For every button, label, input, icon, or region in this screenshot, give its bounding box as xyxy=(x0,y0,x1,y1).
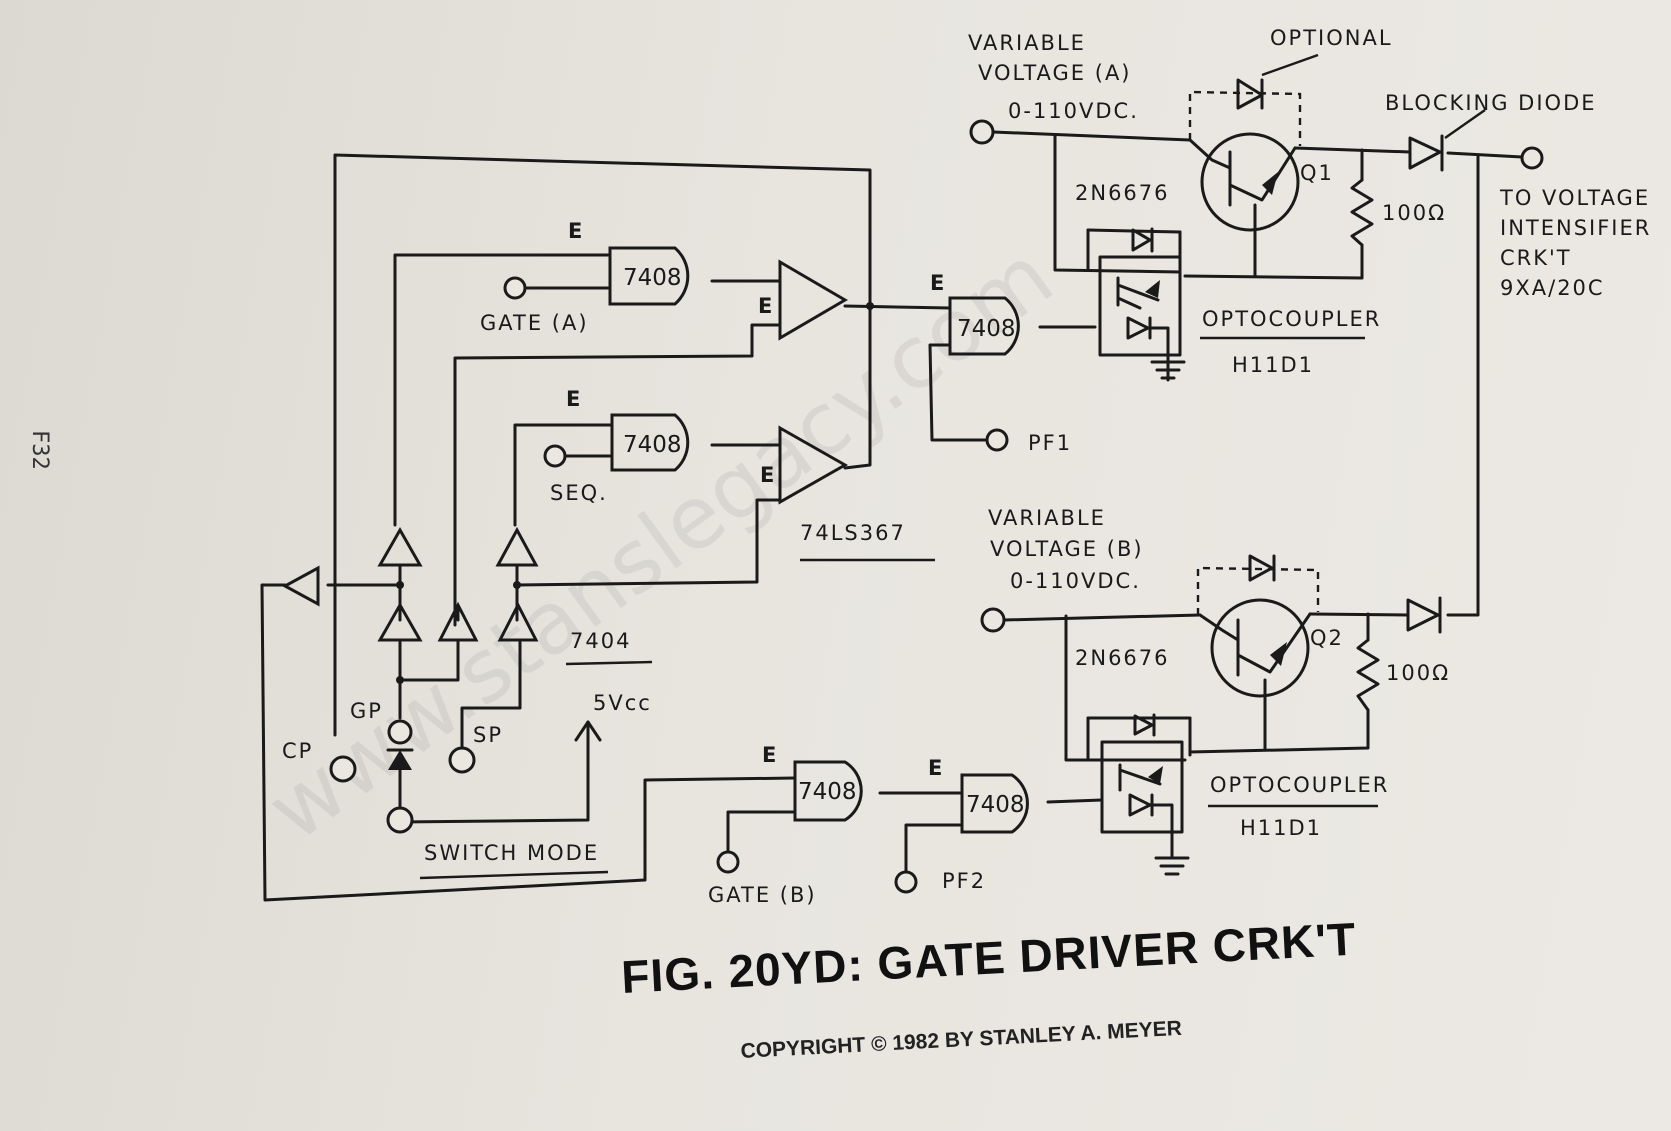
buffer-74ls367-1 xyxy=(778,259,848,341)
svg-text:7408: 7408 xyxy=(623,265,682,291)
to-line2: INTENSIFIER xyxy=(1500,216,1651,240)
optocoupler-a-label: OPTOCOUPLER xyxy=(1202,307,1381,331)
svg-text:E: E xyxy=(928,756,944,780)
junction-dots xyxy=(396,302,874,684)
sp-label: SP xyxy=(473,723,503,747)
var-b-line2: VOLTAGE (B) xyxy=(990,537,1144,561)
svg-text:7408: 7408 xyxy=(957,316,1016,342)
to-line3: CRK'T xyxy=(1500,246,1572,270)
svg-text:E: E xyxy=(566,387,582,411)
seq-label: SEQ. xyxy=(550,481,608,505)
vcc-label: 5Vcc xyxy=(593,691,652,715)
pf1-label: PF1 xyxy=(1028,431,1072,455)
vcc-arrow xyxy=(574,720,602,742)
svg-text:E: E xyxy=(762,743,778,767)
buffer-7404-group xyxy=(281,526,539,642)
svg-text:7408: 7408 xyxy=(966,792,1025,818)
switch-mode-underline xyxy=(419,870,609,880)
and-gate-7408-right: 7408 xyxy=(948,296,1020,356)
optional-diode-b xyxy=(1196,554,1320,615)
svg-text:E: E xyxy=(760,463,776,487)
svg-text:E: E xyxy=(930,271,946,295)
chip-7404-underline xyxy=(565,660,653,666)
to-line4: 9XA/20C xyxy=(1500,276,1605,300)
var-b-line3: 0-110VDC. xyxy=(1010,569,1141,593)
q1-label: Q1 xyxy=(1300,161,1334,185)
opto-a-part: H11D1 xyxy=(1232,353,1314,377)
transistor-b-label: 2N6676 xyxy=(1075,646,1170,670)
and-gate-7408-seq: 7408 xyxy=(610,413,690,472)
var-a-line3: 0-110VDC. xyxy=(1008,99,1139,123)
q2-label: Q2 xyxy=(1310,626,1344,650)
resistor-a xyxy=(1350,178,1374,247)
and-gate-7408-top: 7408 xyxy=(608,246,690,306)
resistor-a-label: 100Ω xyxy=(1382,201,1446,225)
gp-led xyxy=(386,719,414,770)
optocoupler-b xyxy=(1100,713,1190,876)
and-gate-7408-gate-b: 7408 xyxy=(793,760,863,822)
switch-mode-label: SWITCH MODE xyxy=(424,841,599,865)
svg-text:E: E xyxy=(568,219,584,243)
svg-text:E: E xyxy=(758,294,774,318)
gp-label: GP xyxy=(350,699,383,723)
blocking-diode-a xyxy=(1408,109,1486,172)
optional-diode-a xyxy=(1188,53,1319,146)
chip-74ls367-label: 74LS367 xyxy=(800,521,906,545)
var-b-line1: VARIABLE xyxy=(988,506,1106,530)
power-wires-b xyxy=(1002,612,1410,762)
transistor-q1 xyxy=(1188,132,1300,232)
power-wires-a xyxy=(991,130,1524,617)
blocking-diode-label: BLOCKING DIODE xyxy=(1385,91,1597,115)
chip-7404-label: 7404 xyxy=(570,629,631,653)
transistor-q2 xyxy=(1198,598,1312,699)
var-a-line1: VARIABLE xyxy=(968,31,1086,55)
and-gate-7408-pf2: 7408 xyxy=(960,773,1029,834)
pf2-label: PF2 xyxy=(942,869,986,893)
svg-text:7408: 7408 xyxy=(798,779,857,805)
gate-b-label: GATE (B) xyxy=(708,883,817,907)
resistor-b-label: 100Ω xyxy=(1386,661,1450,685)
enable-labels: E E E E E E E xyxy=(566,219,946,780)
var-a-line2: VOLTAGE (A) xyxy=(978,61,1132,85)
optocoupler-b-label: OPTOCOUPLER xyxy=(1210,773,1389,797)
logic-wires xyxy=(260,153,1104,902)
optional-label: OPTIONAL xyxy=(1270,26,1393,50)
gate-a-label: GATE (A) xyxy=(480,311,589,335)
optocoupler-a xyxy=(1098,227,1186,382)
opto-b-part: H11D1 xyxy=(1240,816,1322,840)
resistor-b xyxy=(1356,638,1380,712)
to-line1: TO VOLTAGE xyxy=(1499,186,1650,210)
svg-text:7408: 7408 xyxy=(623,432,682,458)
cp-label: CP xyxy=(282,739,313,763)
buffer-74ls367-2 xyxy=(778,425,849,505)
transistor-a-label: 2N6676 xyxy=(1075,181,1170,205)
blocking-diode-b xyxy=(1406,596,1442,634)
